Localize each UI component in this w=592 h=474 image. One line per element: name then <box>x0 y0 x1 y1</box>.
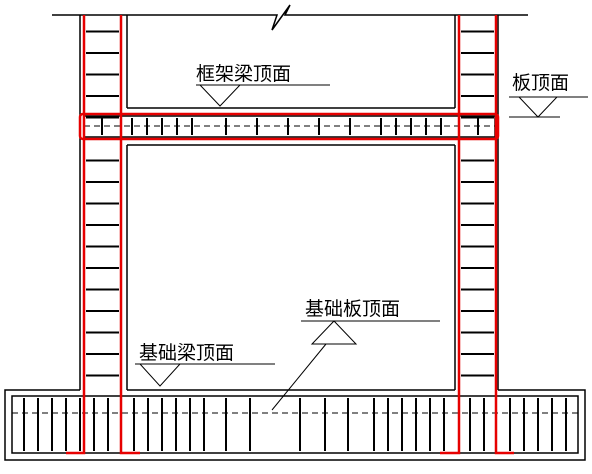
column-ties <box>86 15 494 390</box>
top-break-line <box>52 4 528 31</box>
slab-top-label: 板顶面 <box>512 72 569 94</box>
slab-top-marker: 板顶面 <box>509 72 588 118</box>
concrete-outline <box>4 15 586 461</box>
frame-beam <box>78 112 500 141</box>
foundation-beam-top-label: 基础梁顶面 <box>139 342 234 364</box>
foundation-beam-top-marker: 基础梁顶面 <box>135 342 275 387</box>
column-rebar-left <box>66 15 140 455</box>
frame-beam-top-label: 框架梁顶面 <box>196 63 291 85</box>
frame-beam-top-marker: 框架梁顶面 <box>196 63 330 107</box>
foundation-slab-top-label: 基础板顶面 <box>305 298 400 320</box>
foundation-slab <box>12 398 578 451</box>
foundation-slab-top-marker: 基础板顶面 <box>271 298 440 411</box>
column-rebar-right <box>440 15 514 455</box>
